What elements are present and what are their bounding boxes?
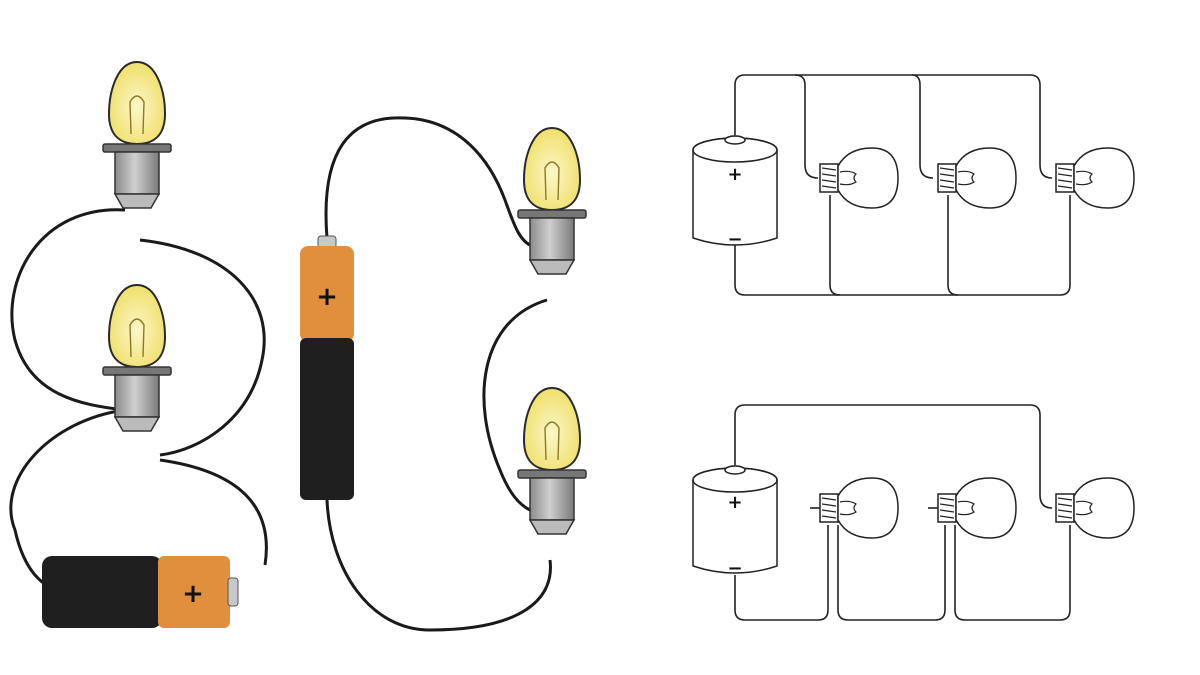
bulb — [517, 387, 587, 535]
battery-plus-label: + — [727, 492, 742, 513]
top-schematic-circuit: + − — [692, 74, 1135, 296]
left-circuit-wires — [9, 208, 268, 592]
bottom-schematic-wires — [734, 404, 1071, 621]
battery-plus-label: + — [182, 579, 204, 609]
battery-plus-label: + — [727, 164, 742, 185]
battery: + − — [692, 465, 778, 579]
bulb — [1055, 477, 1135, 539]
bulb — [102, 61, 172, 209]
battery: + — [300, 235, 354, 500]
middle-series-circuit: + — [300, 116, 587, 632]
bulb — [1055, 147, 1135, 209]
bottom-schematic-circuit: + − — [692, 404, 1135, 621]
battery: + − — [692, 135, 778, 250]
battery: + — [42, 556, 239, 628]
left-series-circuit: + — [9, 61, 268, 628]
battery-minus-label: − — [727, 558, 742, 579]
bulb — [937, 477, 1017, 539]
bulb — [517, 127, 587, 275]
middle-circuit-wires — [324, 116, 552, 632]
bulb — [937, 147, 1017, 209]
top-schematic-wires — [734, 74, 1071, 296]
bulb — [819, 477, 899, 539]
battery-plus-label: + — [316, 282, 338, 312]
battery-minus-label: − — [727, 229, 742, 250]
bulb — [819, 147, 899, 209]
